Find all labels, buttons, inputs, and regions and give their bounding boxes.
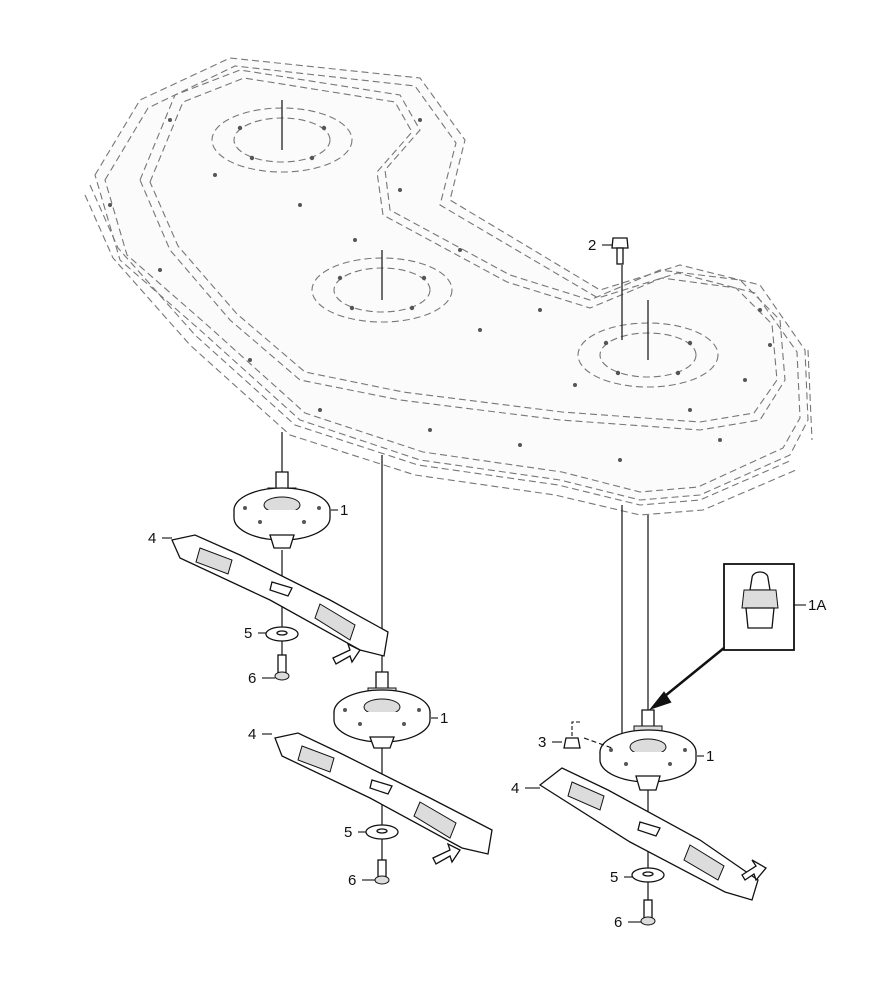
center-spindle-assembly [274, 671, 493, 885]
callout-4-left: 4 [148, 530, 156, 547]
mower-deck [84, 57, 813, 516]
callout-3: 3 [538, 734, 546, 751]
callout-2: 2 [588, 237, 596, 254]
callout-1-center: 1 [440, 710, 448, 727]
right-spindle-assembly [538, 709, 767, 926]
callout-4-right: 4 [511, 780, 519, 797]
callout-6-right: 6 [614, 914, 622, 931]
callout-5-left: 5 [244, 625, 252, 642]
callout-6-center: 6 [348, 872, 356, 889]
callout-5-right: 5 [610, 869, 618, 886]
callout-leaders [162, 244, 704, 923]
bolt-2 [611, 237, 629, 265]
callout-6-left: 6 [248, 670, 256, 687]
callout-1-left: 1 [340, 502, 348, 519]
callout-1a: 1A [808, 597, 826, 614]
callout-5-center: 5 [344, 824, 352, 841]
left-spindle-assembly [171, 471, 389, 681]
callout-labels: 1 4 5 6 1 4 5 6 2 3 1 4 5 6 1A [148, 237, 826, 931]
grease-fitting-inset [649, 563, 806, 711]
callout-4-center: 4 [248, 726, 256, 743]
callout-1-right: 1 [706, 748, 714, 765]
